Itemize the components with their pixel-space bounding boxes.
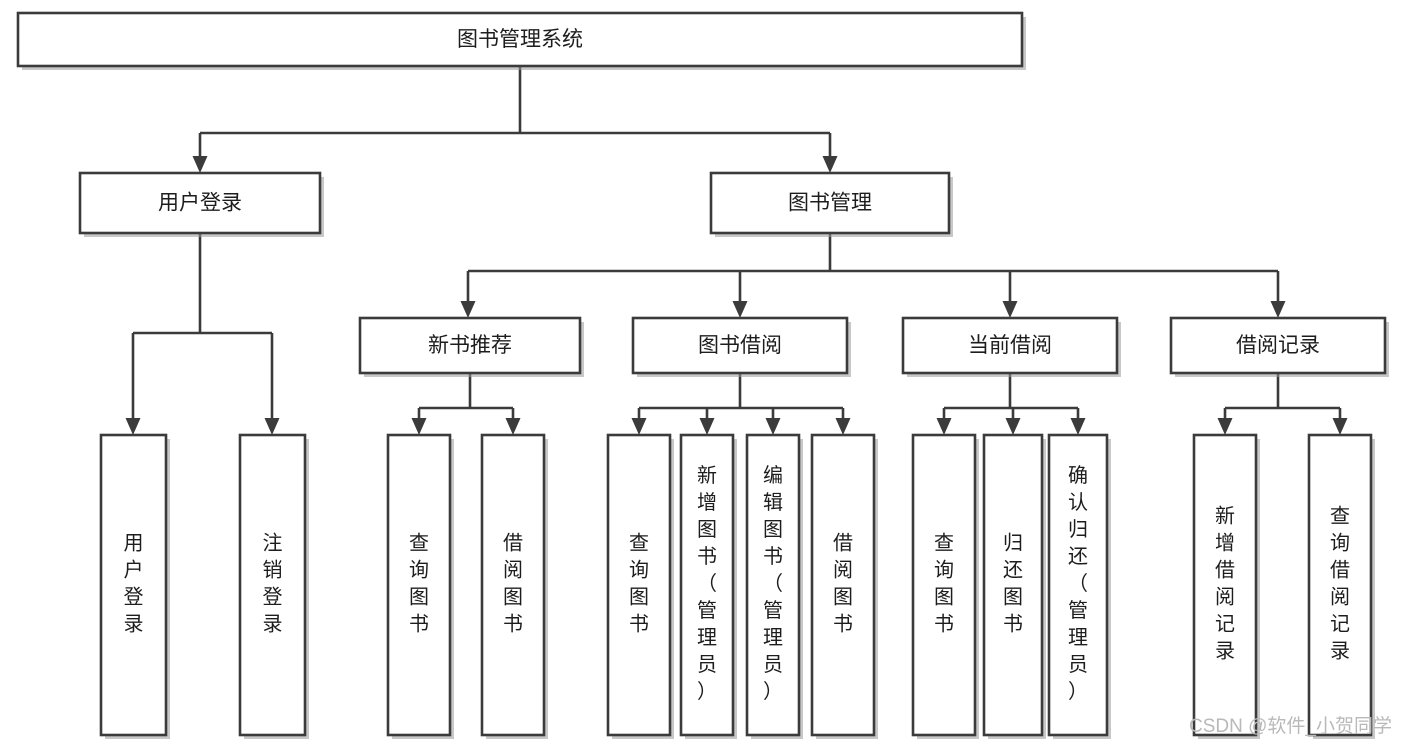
arrow-head-icon xyxy=(936,418,952,435)
node-book-management[interactable]: 图书管理 xyxy=(709,171,953,237)
arrow-head-icon xyxy=(411,418,427,435)
node-leaf-borrow-book-recommend[interactable]: 借阅图书 xyxy=(480,433,548,739)
node-label: 注销登录 xyxy=(263,532,283,636)
node-leaf-borrow-book[interactable]: 借阅图书 xyxy=(810,433,878,739)
node-label: 查询借阅记录 xyxy=(1330,505,1350,663)
arrow-head-icon xyxy=(1002,301,1018,318)
node-leaf-add-borrow-record[interactable]: 新增借阅记录 xyxy=(1192,433,1260,739)
arrow-head-icon xyxy=(264,418,280,435)
node-label: 图书管理 xyxy=(788,192,872,215)
connector-new-book-recommend-to-leaves xyxy=(411,373,521,435)
node-label: 编辑图书（管理员） xyxy=(763,464,783,703)
arrow-head-icon xyxy=(1005,418,1021,435)
node-label: 确认归还（管理员） xyxy=(1068,464,1088,703)
arrow-head-icon xyxy=(460,301,476,318)
connector-current-borrow-to-leaves xyxy=(936,373,1086,435)
arrow-head-icon xyxy=(631,418,647,435)
node-book-borrow[interactable]: 图书借阅 xyxy=(631,316,851,377)
node-label: 用户登录 xyxy=(124,533,144,636)
node-borrow-record[interactable]: 借阅记录 xyxy=(1169,316,1389,377)
node-root[interactable]: 图书管理系统 xyxy=(16,11,1026,70)
node-leaf-query-borrow-record[interactable]: 查询借阅记录 xyxy=(1307,433,1375,739)
node-new-book-recommend[interactable]: 新书推荐 xyxy=(358,316,584,377)
node-label: 查询图书 xyxy=(629,532,649,636)
nodes-layer: 图书管理系统用户登录图书管理新书推荐图书借阅当前借阅借阅记录用户登录注销登录查询… xyxy=(16,11,1389,739)
arrow-head-icon xyxy=(505,418,521,435)
arrow-head-icon xyxy=(1270,301,1286,318)
arrow-head-icon xyxy=(1332,418,1348,435)
node-leaf-query-book-current[interactable]: 查询图书 xyxy=(911,433,979,739)
node-user-login[interactable]: 用户登录 xyxy=(78,171,324,237)
node-label: 图书借阅 xyxy=(698,334,782,357)
connector-borrow-record-to-leaves xyxy=(1217,373,1348,435)
node-label: 查询图书 xyxy=(409,532,429,636)
node-label: 新增图书（管理员） xyxy=(697,464,717,703)
node-label: 新增借阅记录 xyxy=(1215,505,1235,663)
node-leaf-user-login[interactable]: 用户登录 xyxy=(99,433,170,739)
node-label: 查询图书 xyxy=(934,532,954,636)
node-leaf-query-book-borrow[interactable]: 查询图书 xyxy=(606,433,674,739)
node-leaf-user-logout[interactable]: 注销登录 xyxy=(238,433,309,739)
arrow-head-icon xyxy=(765,418,781,435)
arrow-head-icon xyxy=(125,418,141,435)
arrow-head-icon xyxy=(822,156,838,173)
node-leaf-query-book-recommend[interactable]: 查询图书 xyxy=(386,433,454,739)
node-label: 借阅记录 xyxy=(1236,334,1320,357)
arrow-head-icon xyxy=(1070,418,1086,435)
arrow-head-icon xyxy=(1217,418,1233,435)
arrow-head-icon xyxy=(699,418,715,435)
connector-book-borrow-to-leaves xyxy=(631,373,851,435)
node-leaf-edit-book[interactable]: 编辑图书（管理员） xyxy=(745,433,803,739)
node-label: 图书管理系统 xyxy=(457,28,583,51)
node-leaf-confirm-return[interactable]: 确认归还（管理员） xyxy=(1047,433,1111,739)
connectors-layer xyxy=(125,66,1348,435)
connector-book-management-to-level3 xyxy=(460,233,1286,318)
node-label: 归还图书 xyxy=(1003,532,1023,636)
node-label: 借阅图书 xyxy=(833,532,853,636)
node-leaf-return-book[interactable]: 归还图书 xyxy=(982,433,1046,739)
arrow-head-icon xyxy=(192,156,208,173)
node-label: 新书推荐 xyxy=(428,334,512,357)
node-label: 用户登录 xyxy=(158,192,242,215)
node-leaf-add-book[interactable]: 新增图书（管理员） xyxy=(679,433,737,739)
arrow-head-icon xyxy=(835,418,851,435)
node-current-borrow[interactable]: 当前借阅 xyxy=(901,316,1121,377)
node-label: 借阅图书 xyxy=(503,532,523,636)
node-label: 当前借阅 xyxy=(968,334,1052,357)
arrow-head-icon xyxy=(732,301,748,318)
csdn-watermark: CSDN @软件_小贺同学 xyxy=(1189,715,1392,737)
connector-root-to-level2 xyxy=(192,66,838,173)
connector-user-login-to-leaves xyxy=(125,233,280,435)
